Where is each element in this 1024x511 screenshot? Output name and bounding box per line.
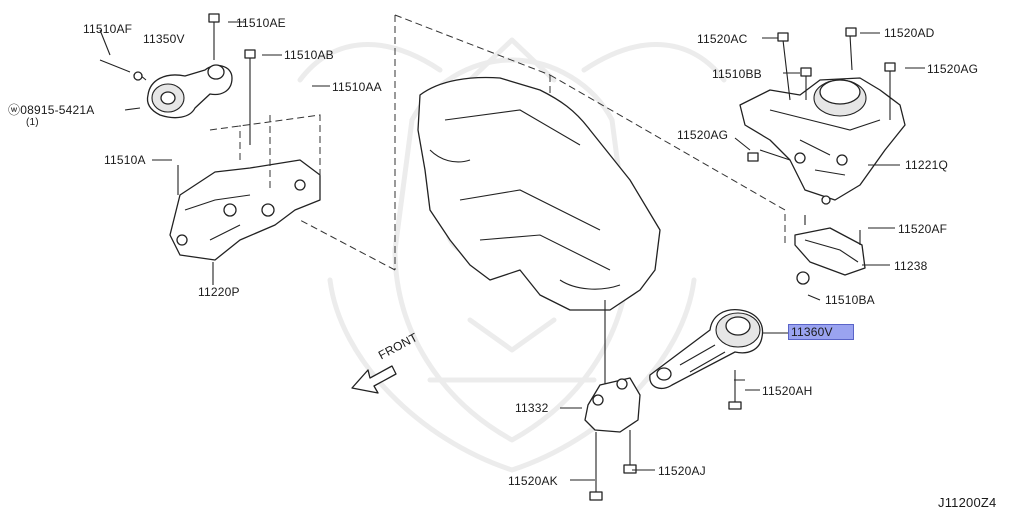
label-11332[interactable]: 11332 xyxy=(515,401,549,415)
bracket-11238-drawing xyxy=(794,215,866,285)
label-11510BB[interactable]: 11510BB xyxy=(712,67,762,81)
bracket-11332-drawing xyxy=(584,377,641,501)
label-11350V[interactable]: 11350V xyxy=(143,32,185,46)
label-11520AK[interactable]: 11520AK xyxy=(508,474,558,488)
label-11510AF[interactable]: 11510AF xyxy=(83,22,133,36)
label-11510AE[interactable]: 11510AE xyxy=(236,16,286,30)
engine-outline xyxy=(299,14,786,311)
mount-11221Q-drawing xyxy=(739,27,906,205)
mount-11220P-drawing xyxy=(169,114,321,261)
label-11520AF[interactable]: 11520AF xyxy=(898,222,948,236)
label-11360V-selected[interactable]: 11360V xyxy=(788,324,854,340)
diagram-code: J11200Z4 xyxy=(938,495,997,510)
label-11220P[interactable]: 11220P xyxy=(198,285,240,299)
label-11520AH[interactable]: 11520AH xyxy=(762,384,813,398)
label-11510A[interactable]: 11510A xyxy=(104,153,146,167)
label-08915-5421A[interactable]: ⓦ08915-5421A xyxy=(8,103,95,117)
label-11520AJ[interactable]: 11520AJ xyxy=(658,464,706,478)
label-08915-qty: (1) xyxy=(26,117,39,128)
label-11221Q[interactable]: 11221Q xyxy=(905,158,949,172)
rod-11360V-drawing xyxy=(604,300,764,410)
leader-lines xyxy=(99,21,925,481)
label-11520AD[interactable]: 11520AD xyxy=(884,26,935,40)
label-11520AG-top[interactable]: 11520AG xyxy=(927,62,979,76)
label-11520AG-left[interactable]: 11520AG xyxy=(677,128,729,142)
rod-11350V-drawing xyxy=(99,13,256,145)
label-11238[interactable]: 11238 xyxy=(894,259,928,273)
label-11510AB[interactable]: 11510AB xyxy=(284,48,334,62)
label-11510AA[interactable]: 11510AA xyxy=(332,80,382,94)
label-11510BA[interactable]: 11510BA xyxy=(825,293,875,307)
front-arrow-icon xyxy=(351,365,397,394)
label-11520AC[interactable]: 11520AC xyxy=(697,32,748,46)
